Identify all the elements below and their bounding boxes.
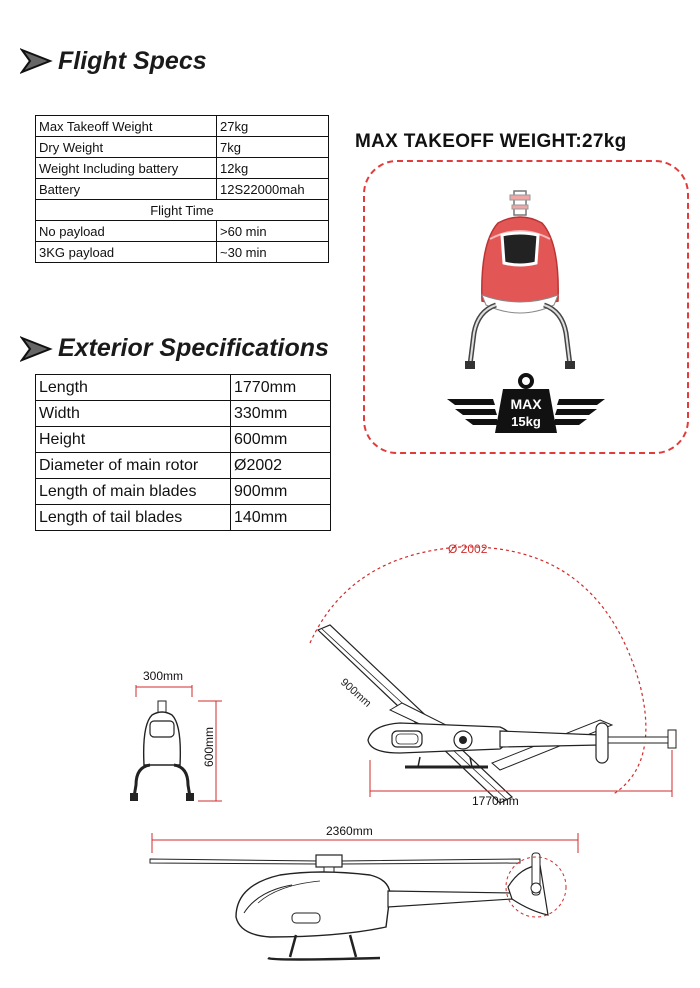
table-row: Flight Time — [35, 199, 329, 221]
blade-length-label: 900mm — [338, 676, 373, 709]
spec-label: Length of main blades — [35, 478, 231, 505]
spec-label: No payload — [35, 220, 217, 242]
table-row: Diameter of main rotor Ø2002 — [35, 452, 331, 479]
table-row: Length of main blades 900mm — [35, 478, 331, 505]
table-row: Length 1770mm — [35, 374, 331, 401]
badge-max-text: MAX — [510, 396, 542, 412]
spec-value: 1770mm — [230, 374, 331, 401]
front-width-label: 300mm — [143, 669, 183, 683]
spec-label: Max Takeoff Weight — [35, 115, 217, 137]
side-view-helicopter — [149, 852, 549, 961]
max-takeoff-title: MAX TAKEOFF WEIGHT:27kg — [355, 131, 627, 152]
table-row: Battery 12S22000mah — [35, 178, 329, 200]
table-row: Height 600mm — [35, 426, 331, 453]
exterior-specs-table: Length 1770mm Width 330mm Height 600mm D… — [35, 374, 331, 531]
spec-value: >60 min — [216, 220, 329, 242]
table-row: Max Takeoff Weight 27kg — [35, 115, 329, 137]
body-length-label: 1770mm — [472, 794, 519, 808]
spec-value: 7kg — [216, 136, 329, 158]
spec-label: Battery — [35, 178, 217, 200]
chevron-bullet-icon — [19, 47, 54, 80]
spec-value: Ø2002 — [230, 452, 331, 479]
spec-label: Length — [35, 374, 231, 401]
max-weight-badge-icon: MAX 15kg — [447, 373, 605, 433]
spec-value: 330mm — [230, 400, 331, 427]
front-height-label: 600mm — [202, 727, 216, 767]
flight-time-header: Flight Time — [35, 199, 329, 221]
spec-value: ~30 min — [216, 241, 329, 263]
spec-label: 3KG payload — [35, 241, 217, 263]
spec-value: 140mm — [230, 504, 331, 531]
spec-label: Length of tail blades — [35, 504, 231, 531]
spec-value: 900mm — [230, 478, 331, 505]
spec-label: Weight Including battery — [35, 157, 217, 179]
table-row: 3KG payload ~30 min — [35, 241, 329, 263]
spec-label: Width — [35, 400, 231, 427]
spec-label: Dry Weight — [35, 136, 217, 158]
table-row: Dry Weight 7kg — [35, 136, 329, 158]
front-view-helicopter — [130, 700, 194, 801]
spec-value: 27kg — [216, 115, 329, 137]
top-view-helicopter — [316, 624, 677, 804]
table-row: No payload >60 min — [35, 220, 329, 242]
helicopter-front-illustration — [465, 190, 575, 369]
max-takeoff-panel — [363, 160, 689, 454]
total-length-label: 2360mm — [326, 824, 373, 838]
flight-specs-table: Max Takeoff Weight 27kg Dry Weight 7kg W… — [35, 115, 329, 263]
spec-label: Height — [35, 426, 231, 453]
badge-weight-text: 15kg — [511, 414, 541, 429]
chevron-bullet-icon — [19, 335, 54, 368]
dimension-diagram: Ø 2002 900mm 1770mm 30 — [130, 542, 677, 961]
table-row: Length of tail blades 140mm — [35, 504, 331, 531]
spec-value: 12S22000mah — [216, 178, 329, 200]
flight-specs-title: Flight Specs — [58, 47, 207, 75]
table-row: Weight Including battery 12kg — [35, 157, 329, 179]
exterior-specs-title: Exterior Specifications — [58, 334, 329, 362]
spec-value: 600mm — [230, 426, 331, 453]
spec-value: 12kg — [216, 157, 329, 179]
table-row: Width 330mm — [35, 400, 331, 427]
rotor-diameter-arc — [309, 546, 647, 796]
spec-label: Diameter of main rotor — [35, 452, 231, 479]
tail-rotor-circle — [505, 856, 567, 918]
rotor-diameter-label: Ø 2002 — [448, 542, 488, 556]
